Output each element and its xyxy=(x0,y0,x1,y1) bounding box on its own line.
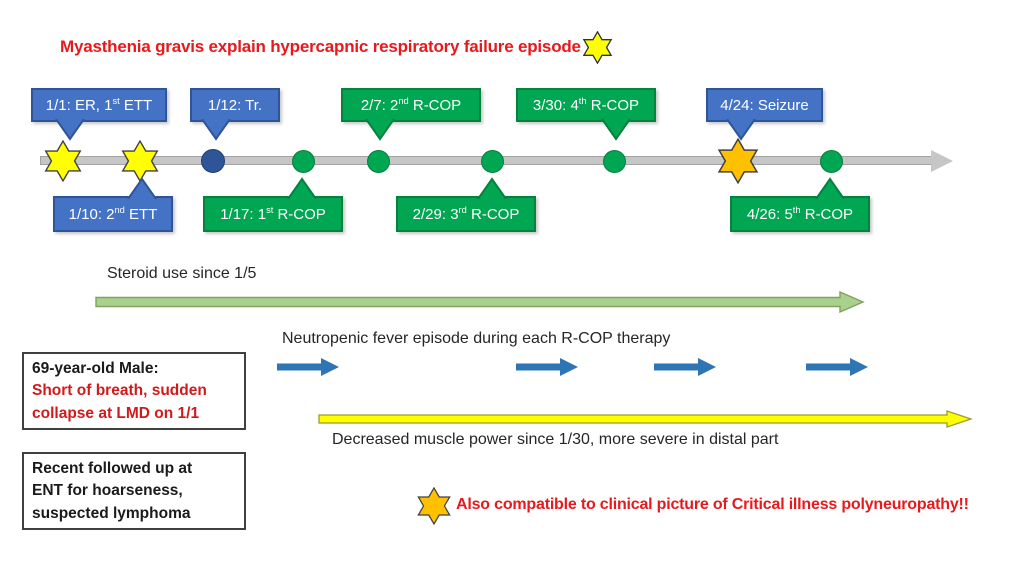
event-dot-2-7 xyxy=(367,150,390,173)
callout-1-17-rcop1: 1/17: 1st R-COP xyxy=(203,177,343,232)
callout-2-29-rcop3: 2/29: 3rd R-COP xyxy=(396,177,536,232)
callout-pointer-icon xyxy=(365,119,395,141)
event-star-icon-1-1 xyxy=(44,140,82,182)
patient-summary-box: 69-year-old Male: Short of breath, sudde… xyxy=(22,352,246,430)
yellow-star-icon xyxy=(582,31,613,64)
footnote-text: Also compatible to clinical picture of C… xyxy=(456,496,969,513)
fever-episode-arrow-icon-3 xyxy=(654,358,716,376)
muscle-weakness-label: Decreased muscle power since 1/30, more … xyxy=(332,431,779,448)
orange-star-icon xyxy=(417,487,451,525)
callout-pointer-icon xyxy=(815,177,845,199)
callout-pointer-icon xyxy=(726,119,756,141)
callout-label: 1/10: 2nd ETT xyxy=(68,204,158,223)
callout-pointer-icon xyxy=(127,177,157,199)
timeline-arrowhead-icon xyxy=(931,150,953,172)
callout-4-24-seizure: 4/24: Seizure xyxy=(706,88,823,141)
callout-pointer-icon xyxy=(477,177,507,199)
fever-episode-arrow-icon-4 xyxy=(806,358,868,376)
callout-4-26-rcop5: 4/26: 5th R-COP xyxy=(730,177,870,232)
event-dot-4-26 xyxy=(820,150,843,173)
patient-line-1: 69-year-old Male: xyxy=(32,360,159,377)
event-star-icon-4-24 xyxy=(717,138,759,184)
history-line-3: suspected lymphoma xyxy=(32,504,191,522)
callout-pointer-icon xyxy=(201,119,231,141)
steroid-band-label: Steroid use since 1/5 xyxy=(107,265,257,282)
callout-label: 2/29: 3rd R-COP xyxy=(412,204,520,223)
callout-label: 1/12: Tr. xyxy=(207,96,263,114)
fever-episode-arrow-icon-1 xyxy=(277,358,339,376)
patient-history-box: Recent followed up at ENT for hoarseness… xyxy=(22,452,246,530)
callout-label: 4/24: Seizure xyxy=(720,96,809,114)
callout-1-1-er-ett: 1/1: ER, 1st ETT xyxy=(31,88,167,141)
callout-pointer-icon xyxy=(601,119,631,141)
event-dot-1-17 xyxy=(292,150,315,173)
patient-line-2: Short of breath, sudden xyxy=(32,382,207,400)
callout-pointer-icon xyxy=(55,119,85,141)
event-dot-3-30 xyxy=(603,150,626,173)
fever-episode-arrow-icon-2 xyxy=(516,358,578,376)
event-dot-1-12 xyxy=(201,149,225,173)
slide-title: Myasthenia gravis explain hypercapnic re… xyxy=(60,37,581,56)
event-star-icon-1-10 xyxy=(121,140,159,182)
steroid-duration-arrow-icon xyxy=(95,291,865,313)
callout-2-7-rcop2: 2/7: 2nd R-COP xyxy=(341,88,481,141)
callout-3-30-rcop4: 3/30: 4th R-COP xyxy=(516,88,656,141)
muscle-weakness-arrow-icon xyxy=(318,410,973,428)
callout-1-12-tr: 1/12: Tr. xyxy=(190,88,280,141)
callout-label: 1/17: 1st R-COP xyxy=(220,204,326,223)
callout-label: 1/1: ER, 1st ETT xyxy=(45,95,153,114)
event-dot-2-29 xyxy=(481,150,504,173)
patient-line-3: collapse at LMD on 1/1 xyxy=(32,404,200,422)
callout-1-10-ett2: 1/10: 2nd ETT xyxy=(53,177,173,232)
history-line-1: Recent followed up at xyxy=(32,460,193,477)
history-line-2: ENT for hoarseness, xyxy=(32,482,183,500)
callout-label: 3/30: 4th R-COP xyxy=(532,95,640,114)
callout-label: 4/26: 5th R-COP xyxy=(746,204,854,223)
neutropenic-fever-label: Neutropenic fever episode during each R-… xyxy=(282,330,671,347)
callout-pointer-icon xyxy=(287,177,317,199)
callout-label: 2/7: 2nd R-COP xyxy=(360,95,462,114)
